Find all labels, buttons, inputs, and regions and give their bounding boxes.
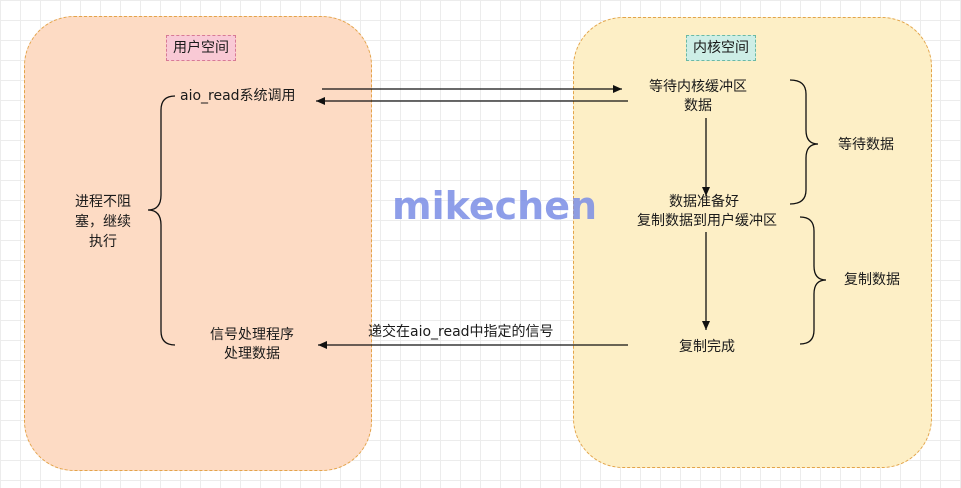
kernel-space-panel — [573, 17, 932, 468]
user-continue-brace — [147, 95, 176, 346]
copying-phase-label: 复制数据 — [844, 272, 900, 288]
syscall-step: aio_read系统调用 — [180, 88, 296, 104]
watermark-text: mikechen — [392, 184, 598, 228]
signal-label: 递交在aio_read中指定的信号 — [368, 324, 554, 340]
continue-line-3: 执行 — [89, 234, 117, 250]
wait-line-2: 数据 — [684, 98, 712, 114]
kernel-space-label: 内核空间 — [686, 35, 756, 61]
waiting-phase-label: 等待数据 — [838, 137, 894, 153]
copy-done-step: 复制完成 — [679, 339, 735, 355]
copy-data-step: 复制数据到用户缓冲区 — [637, 213, 777, 229]
user-space-label: 用户空间 — [166, 35, 236, 61]
handler-line-1: 信号处理程序 — [210, 327, 294, 343]
waiting-phase-brace — [789, 79, 819, 205]
continue-line-1: 进程不阻 — [75, 194, 131, 210]
process-continue-text: 进程不阻 塞，继续 执行 — [75, 192, 131, 252]
wait-line-1: 等待内核缓冲区 — [649, 79, 747, 95]
continue-line-2: 塞，继续 — [75, 214, 131, 230]
user-space-panel — [24, 16, 372, 471]
data-ready-step: 数据准备好 — [669, 194, 739, 210]
signal-handler-step: 信号处理程序 处理数据 — [210, 326, 294, 364]
copying-phase-brace — [799, 216, 827, 345]
wait-buffer-step: 等待内核缓冲区 数据 — [649, 78, 747, 116]
handler-line-2: 处理数据 — [224, 346, 280, 362]
